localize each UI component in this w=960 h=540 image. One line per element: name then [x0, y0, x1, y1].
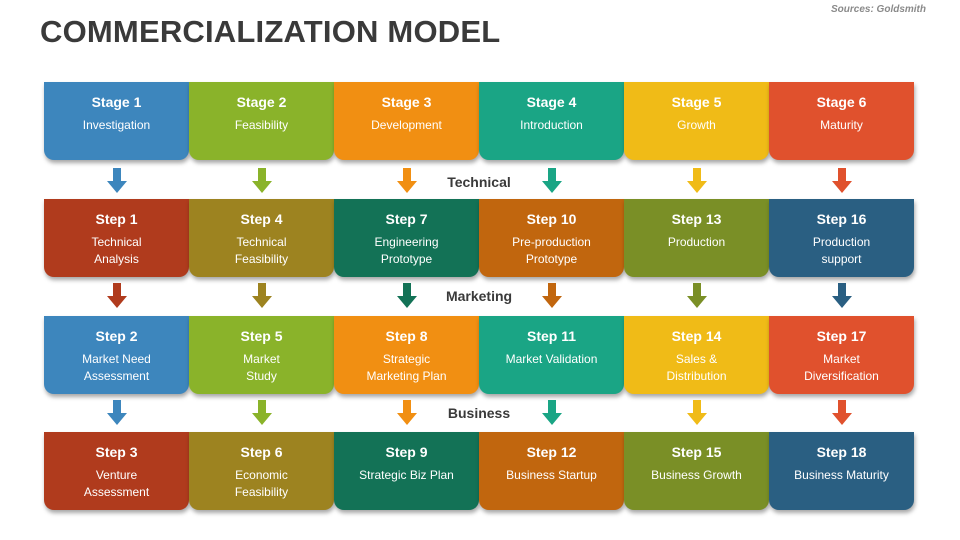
box-heading: Stage 2: [236, 94, 287, 110]
diagram-box: Step 6 Economic Feasibility: [189, 432, 334, 510]
box-label: Introduction: [520, 118, 583, 132]
diagram-box: Step 12 Business Startup: [479, 432, 624, 510]
box-label: Market Diversification: [804, 352, 879, 383]
box-label: Development: [371, 118, 442, 132]
box-heading: Stage 4: [526, 94, 577, 110]
diagram-box: Step 16 Production support: [769, 199, 914, 277]
diagram-box: Step 5 Market Study: [189, 316, 334, 394]
diagram-box: Step 11 Market Validation: [479, 316, 624, 394]
box-label: Strategic Biz Plan: [359, 468, 454, 482]
box-label: Feasibility: [234, 118, 289, 132]
box-heading: Step 1: [95, 211, 138, 227]
diagram-box: Step 3 Venture Assessment: [44, 432, 189, 510]
diagram-box: Step 15 Business Growth: [624, 432, 769, 510]
diagram-box: Step 18 Business Maturity: [769, 432, 914, 510]
arrow-down-icon: [687, 400, 707, 426]
box-heading: Step 8: [385, 328, 428, 344]
box-label: Growth: [677, 118, 716, 132]
diagram-box: Stage 4 Introduction: [479, 82, 624, 160]
box-label: Market Need Assessment: [82, 352, 151, 383]
diagram-box: Step 10 Pre-production Prototype: [479, 199, 624, 277]
box-label: Business Startup: [506, 468, 597, 482]
box-heading: Step 15: [671, 444, 722, 460]
diagram-box: Step 8 Strategic Marketing Plan: [334, 316, 479, 394]
box-heading: Step 11: [526, 328, 577, 344]
box-label: Pre-production Prototype: [512, 235, 591, 266]
phase-label: Business: [447, 405, 511, 421]
diagram-box: Stage 1 Investigation: [44, 82, 189, 160]
box-label: Venture Assessment: [83, 468, 150, 499]
arrow-down-icon: [832, 400, 852, 426]
arrow-down-icon: [252, 400, 272, 426]
box-heading: Stage 5: [671, 94, 722, 110]
phase-label: Technical: [447, 174, 511, 190]
box-heading: Step 14: [671, 328, 722, 344]
diagram-box: Stage 6 Maturity: [769, 82, 914, 160]
arrow-down-icon: [832, 283, 852, 309]
box-heading: Step 9: [385, 444, 428, 460]
box-heading: Step 4: [240, 211, 283, 227]
box-heading: Step 12: [526, 444, 577, 460]
box-heading: Step 7: [385, 211, 428, 227]
page-title: COMMERCIALIZATION MODEL: [40, 14, 501, 49]
phase-label: Marketing: [445, 288, 513, 304]
arrow-down-icon: [397, 283, 417, 309]
box-label: Business Maturity: [794, 468, 889, 482]
diagram-box: Step 7 Engineering Prototype: [334, 199, 479, 277]
diagram-box: Stage 2 Feasibility: [189, 82, 334, 160]
diagram-box: Step 17 Market Diversification: [769, 316, 914, 394]
diagram-box: Step 14 Sales & Distribution: [624, 316, 769, 394]
arrow-down-icon: [397, 400, 417, 426]
box-label: Economic Feasibility: [234, 468, 289, 499]
arrow-down-icon: [107, 283, 127, 309]
box-label: Technical Analysis: [91, 235, 142, 266]
arrow-down-icon: [107, 168, 127, 194]
diagram-box: Step 9 Strategic Biz Plan: [334, 432, 479, 510]
box-label: Business Growth: [651, 468, 742, 482]
diagram-box: Step 2 Market Need Assessment: [44, 316, 189, 394]
arrow-down-icon: [252, 168, 272, 194]
box-heading: Step 13: [671, 211, 722, 227]
box-heading: Step 3: [95, 444, 138, 460]
arrow-down-icon: [687, 283, 707, 309]
box-label: Sales & Distribution: [666, 352, 727, 383]
diagram-box: Stage 3 Development: [334, 82, 479, 160]
box-heading: Step 2: [95, 328, 138, 344]
box-heading: Step 5: [240, 328, 283, 344]
box-label: Strategic Marketing Plan: [366, 352, 447, 383]
box-heading: Stage 6: [816, 94, 867, 110]
diagram-box: Step 4 Technical Feasibility: [189, 199, 334, 277]
box-heading: Stage 3: [381, 94, 432, 110]
diagram-box: Step 13 Production: [624, 199, 769, 277]
box-heading: Step 16: [816, 211, 867, 227]
box-heading: Step 17: [816, 328, 867, 344]
arrow-down-icon: [687, 168, 707, 194]
arrow-down-icon: [542, 400, 562, 426]
box-heading: Step 6: [240, 444, 283, 460]
diagram-box: Step 1 Technical Analysis: [44, 199, 189, 277]
box-heading: Step 10: [526, 211, 577, 227]
box-label: Production: [667, 235, 726, 249]
box-label: Market Study: [243, 352, 280, 383]
arrow-down-icon: [107, 400, 127, 426]
arrow-down-icon: [542, 283, 562, 309]
arrow-down-icon: [252, 283, 272, 309]
box-label: Production support: [812, 235, 871, 266]
box-heading: Stage 1: [91, 94, 142, 110]
source-note: Sources: Goldsmith: [830, 4, 926, 15]
arrow-down-icon: [542, 168, 562, 194]
arrow-down-icon: [397, 168, 417, 194]
box-heading: Step 18: [816, 444, 867, 460]
diagram-box: Stage 5 Growth: [624, 82, 769, 160]
box-label: Market Validation: [505, 352, 598, 366]
box-label: Maturity: [820, 118, 863, 132]
box-label: Investigation: [82, 118, 151, 132]
box-label: Technical Feasibility: [234, 235, 289, 266]
box-label: Engineering Prototype: [374, 235, 439, 266]
arrow-down-icon: [832, 168, 852, 194]
